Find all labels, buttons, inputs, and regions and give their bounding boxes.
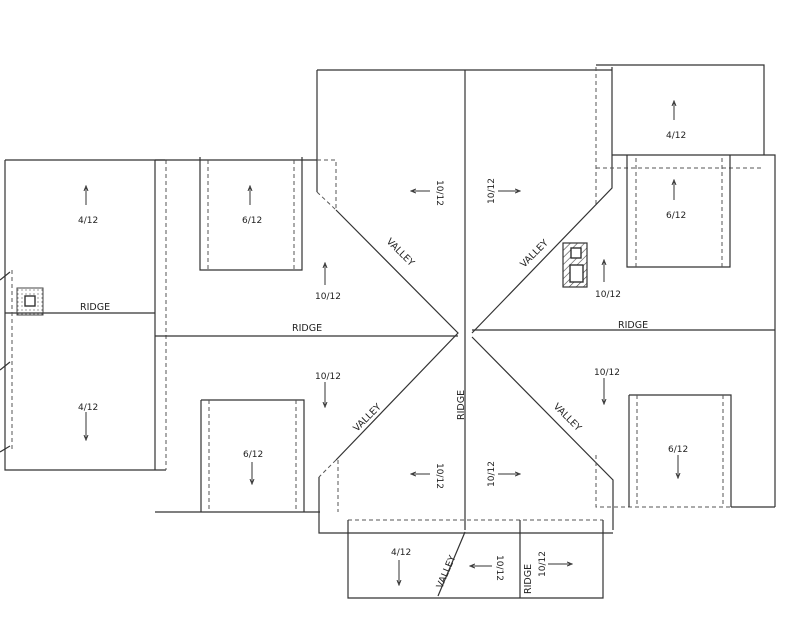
ridge-label: RIDGE	[292, 323, 322, 334]
pitch-label: 10/12	[494, 555, 504, 581]
right-roof-section	[472, 64, 776, 508]
central-roof-section	[316, 67, 775, 534]
roof-labels: RIDGE RIDGE RIDGE RIDGE RIDGE VALLEY VAL…	[78, 131, 688, 594]
pitch-label: 6/12	[243, 450, 263, 460]
pitch-label: 10/12	[538, 551, 548, 577]
ridge-label: RIDGE	[80, 302, 110, 313]
pitch-arrows	[86, 103, 678, 583]
pitch-label: 4/12	[78, 216, 98, 226]
valley-label: VALLEY	[551, 401, 584, 434]
pitch-label: 4/12	[78, 403, 98, 413]
valley-label: VALLEY	[435, 554, 459, 590]
pitch-label: 10/12	[434, 180, 444, 206]
pitch-label: 10/12	[595, 290, 621, 300]
pitch-label: 10/12	[434, 463, 444, 489]
chimney-right	[562, 242, 588, 288]
ridge-label: RIDGE	[523, 564, 534, 594]
valley-label: VALLEY	[518, 238, 551, 271]
pitch-label: 6/12	[242, 216, 262, 226]
pitch-label: 6/12	[666, 211, 686, 221]
pitch-label: 6/12	[668, 445, 688, 455]
left-roof-section	[0, 159, 167, 471]
chimney-left	[16, 287, 44, 316]
dormer-right-top	[626, 155, 731, 268]
bottom-roof-section	[347, 519, 604, 599]
pitch-label: 10/12	[594, 368, 620, 378]
ridge-label: RIDGE	[618, 320, 648, 331]
ridge-label: RIDGE	[456, 390, 467, 420]
pitch-label: 10/12	[487, 178, 497, 204]
pitch-label: 10/12	[315, 292, 341, 302]
valley-label: VALLEY	[351, 402, 384, 435]
dormer-left-top	[199, 157, 303, 271]
dormer-right-bottom	[628, 394, 732, 507]
dormer-left-bottom	[200, 399, 305, 512]
pitch-label: 4/12	[391, 548, 411, 558]
left-wing-section	[155, 157, 458, 513]
pitch-label: 10/12	[315, 372, 341, 382]
pitch-label: 10/12	[487, 461, 497, 487]
pitch-label: 4/12	[666, 131, 686, 141]
